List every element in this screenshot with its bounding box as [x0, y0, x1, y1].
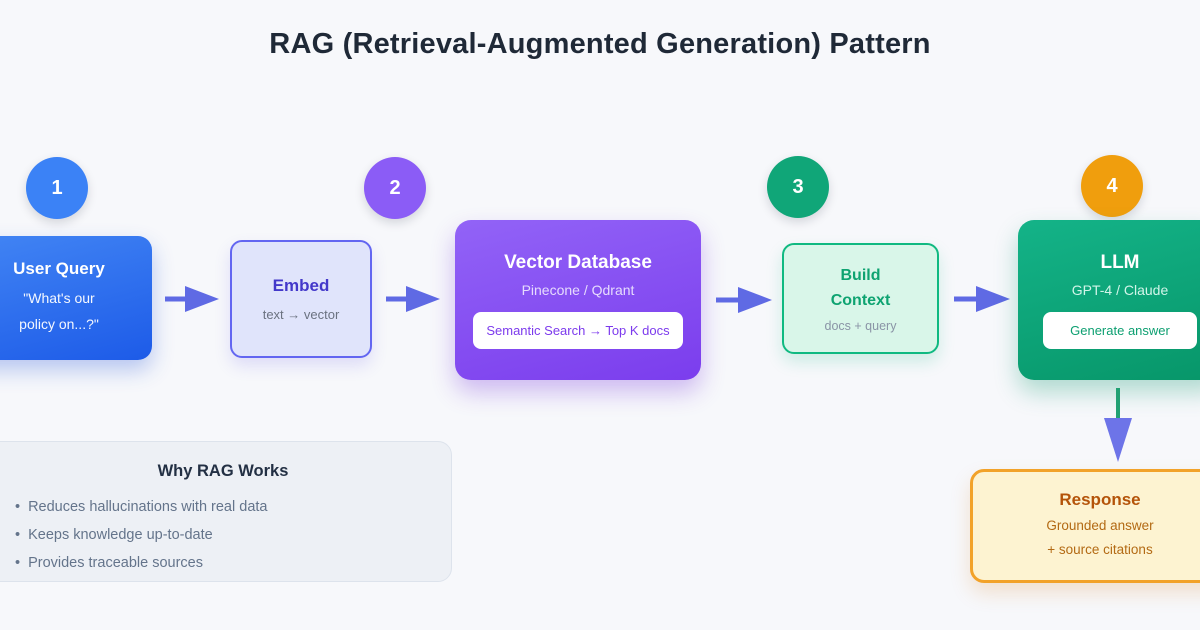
user-query-title: User Query — [13, 259, 105, 279]
response-subtitle: Grounded answer + source citations — [1046, 514, 1153, 561]
node-user-query: User Query "What's our policy on...?" — [0, 236, 152, 360]
build-context-title-line1: Build — [840, 266, 881, 284]
why-rag-bullet: Keeps knowledge up-to-date — [15, 527, 431, 543]
response-title: Response — [1059, 490, 1141, 510]
step-number: 4 — [1106, 174, 1118, 197]
response-line1: Grounded answer — [1046, 518, 1154, 534]
arrow-right-icon — [386, 286, 440, 312]
node-embed: Embed text → vector — [230, 240, 372, 358]
why-rag-title: Why RAG Works — [157, 462, 289, 480]
llm-subtitle: GPT-4 / Claude — [1071, 281, 1169, 298]
vector-db-title: Vector Database — [504, 251, 652, 273]
build-context-title: Build Context — [831, 264, 891, 314]
step-badge-1: 1 — [26, 157, 88, 219]
node-vector-database: Vector Database Pinecone / Qdrant Semant… — [455, 220, 701, 380]
build-context-title-line2: Context — [830, 291, 891, 309]
why-rag-list: Reduces hallucinations with real data Ke… — [15, 499, 431, 571]
build-context-subtitle: docs + query — [824, 319, 897, 334]
step-badge-4: 4 — [1081, 155, 1143, 217]
vector-db-subtitle: Pinecone / Qdrant — [521, 281, 635, 298]
why-rag-bullet: Provides traceable sources — [15, 555, 431, 571]
llm-title: LLM — [1100, 251, 1140, 273]
step-number: 3 — [792, 175, 804, 198]
user-query-quote-line1: "What's our — [23, 290, 95, 307]
arrow-right-icon — [165, 286, 219, 312]
user-query-quote: "What's our policy on...?" — [19, 286, 99, 336]
node-response: Response Grounded answer + source citati… — [970, 469, 1200, 583]
arrow-right-icon — [716, 287, 772, 313]
semantic-search-badge: Semantic Search → Top K docs — [473, 311, 683, 349]
arrow-down-icon — [1104, 388, 1132, 462]
generate-answer-badge: Generate answer — [1043, 311, 1197, 349]
why-rag-bullet: Reduces hallucinations with real data — [15, 499, 431, 515]
step-badge-3: 3 — [767, 156, 829, 218]
step-badge-2: 2 — [364, 157, 426, 219]
step-number: 1 — [51, 176, 63, 199]
page-title: RAG (Retrieval-Augmented Generation) Pat… — [269, 28, 931, 60]
node-build-context: Build Context docs + query — [782, 243, 939, 354]
embed-title: Embed — [272, 276, 330, 295]
response-line2: + source citations — [1047, 542, 1153, 557]
arrow-right-icon — [954, 286, 1010, 312]
embed-subtitle: text → vector — [262, 307, 340, 322]
user-query-quote-line2: policy on...?" — [19, 315, 99, 332]
why-rag-panel: Why RAG Works Reduces hallucinations wit… — [0, 441, 452, 582]
node-llm: LLM GPT-4 / Claude Generate answer — [1018, 220, 1200, 380]
step-number: 2 — [389, 176, 401, 199]
